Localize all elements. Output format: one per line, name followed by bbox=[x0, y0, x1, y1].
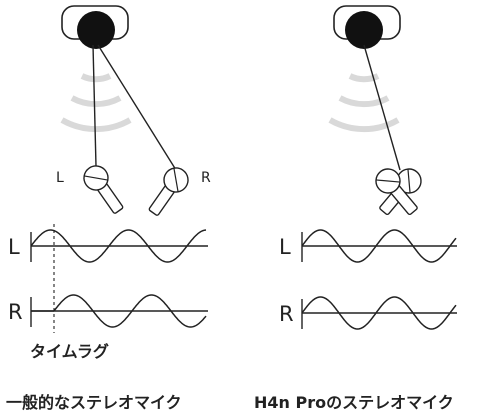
right-mic-cable bbox=[363, 44, 401, 171]
left-mic-label-l: L bbox=[56, 170, 64, 186]
left-mic-label-r: R bbox=[201, 170, 211, 186]
left-sound-wave-arcs bbox=[60, 73, 132, 133]
left-wave-l bbox=[30, 229, 207, 263]
time-lag-label: タイムラグ bbox=[30, 342, 109, 361]
left-mic-r-icon bbox=[148, 167, 189, 216]
left-sound-source-icon bbox=[61, 5, 129, 49]
left-mic-cable-r bbox=[97, 44, 177, 171]
right-xy-mic-l-icon bbox=[375, 168, 418, 216]
left-caption: 一般的なステレオマイク bbox=[6, 393, 182, 412]
left-mic-l-icon bbox=[83, 165, 124, 214]
right-wave-label-l: L bbox=[279, 235, 291, 259]
right-wave-r bbox=[301, 296, 457, 330]
right-caption: H4n Proのステレオマイク bbox=[254, 393, 454, 412]
left-panel: L R L R タイムラグ 一般的なステレオマイク bbox=[6, 5, 211, 412]
right-sound-wave-arcs bbox=[328, 73, 400, 133]
left-wave-label-r: R bbox=[8, 300, 23, 324]
right-sound-source-icon bbox=[333, 5, 401, 49]
right-wave-label-r: R bbox=[279, 302, 294, 326]
left-mic-cable-l bbox=[92, 44, 97, 167]
right-panel: L R H4n Proのステレオマイク bbox=[254, 5, 457, 412]
right-wave-l bbox=[301, 229, 457, 263]
left-wave-r bbox=[53, 294, 207, 328]
left-wave-label-l: L bbox=[8, 235, 20, 259]
